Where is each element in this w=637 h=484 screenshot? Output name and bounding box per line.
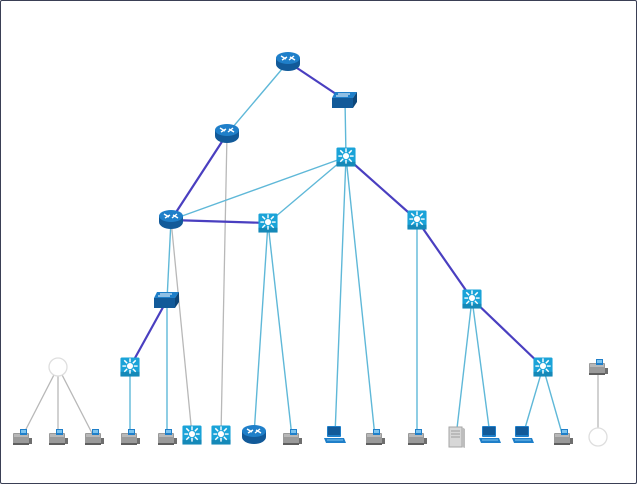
pc-icon[interactable] — [511, 425, 535, 444]
link-ml5-pc2 — [522, 366, 544, 436]
link-r2-sw1 — [166, 219, 172, 301]
router-icon[interactable] — [158, 209, 184, 230]
link-ml4-pc1 — [471, 298, 491, 436]
link-r0-r1 — [226, 61, 289, 135]
link-e0-h0 — [21, 366, 59, 438]
multilayer-icon[interactable] — [181, 424, 203, 446]
link-ml5-h8 — [542, 366, 564, 438]
link-layer — [21, 60, 599, 438]
link-ml1-r3 — [253, 222, 269, 436]
link-ml0-pc0 — [334, 156, 347, 436]
switch-icon[interactable] — [154, 291, 180, 309]
link-ml4-srv0 — [455, 298, 473, 438]
empty-icon[interactable] — [48, 357, 68, 377]
link-ml0-ml1 — [267, 156, 347, 224]
link-r2-ml1 — [169, 218, 270, 225]
multilayer-icon[interactable] — [532, 356, 554, 378]
link-ml1-h5 — [267, 222, 293, 438]
workstation-icon[interactable] — [49, 429, 68, 445]
workstation-icon[interactable] — [283, 429, 302, 445]
multilayer-icon[interactable] — [257, 212, 279, 234]
workstation-icon[interactable] — [408, 429, 427, 445]
link-ml0-ml2 — [344, 155, 419, 222]
pc-icon[interactable] — [478, 425, 502, 444]
router-icon[interactable] — [214, 123, 240, 144]
link-e0-h2 — [57, 366, 95, 438]
empty-icon[interactable] — [588, 427, 608, 447]
link-r1-r2 — [169, 132, 229, 222]
multilayer-icon[interactable] — [210, 424, 232, 446]
workstation-icon[interactable] — [366, 429, 385, 445]
router-icon[interactable] — [275, 51, 301, 72]
workstation-icon[interactable] — [158, 429, 177, 445]
pc-icon[interactable] — [323, 425, 347, 444]
link-r2-ml6 — [170, 219, 193, 436]
link-r1-ml7 — [220, 133, 228, 436]
server-icon[interactable] — [448, 426, 466, 449]
multilayer-icon[interactable] — [406, 209, 428, 231]
link-ml4-ml5 — [470, 297, 545, 369]
link-ml2-ml4 — [415, 218, 474, 301]
router-icon[interactable] — [241, 424, 267, 445]
multilayer-icon[interactable] — [119, 356, 141, 378]
link-sw1-ml3 — [128, 298, 169, 369]
workstation-icon[interactable] — [554, 429, 573, 445]
switch-icon[interactable] — [332, 91, 358, 109]
workstation-icon[interactable] — [121, 429, 140, 445]
multilayer-icon[interactable] — [461, 288, 483, 310]
workstation-icon[interactable] — [13, 429, 32, 445]
multilayer-icon[interactable] — [335, 146, 357, 168]
link-ml0-h6 — [345, 156, 376, 438]
workstation-icon[interactable] — [85, 429, 104, 445]
workstation-icon[interactable] — [589, 359, 608, 375]
link-ml0-r2 — [170, 156, 347, 221]
node-layer — [13, 51, 608, 449]
